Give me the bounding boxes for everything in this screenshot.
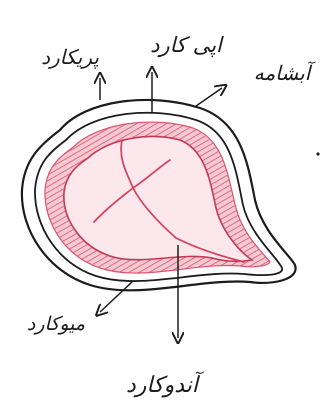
stray-dot [316,152,319,155]
arrow-visceral-layer [196,88,222,106]
label-pericardium: پریکارد [41,45,99,69]
label-visceral-layer: آبشامه [254,61,316,85]
label-epicardium: اپی کارد [150,33,224,58]
label-endocardium: آندوکارد [126,371,205,398]
label-myocardium: میوکارد [27,313,85,335]
